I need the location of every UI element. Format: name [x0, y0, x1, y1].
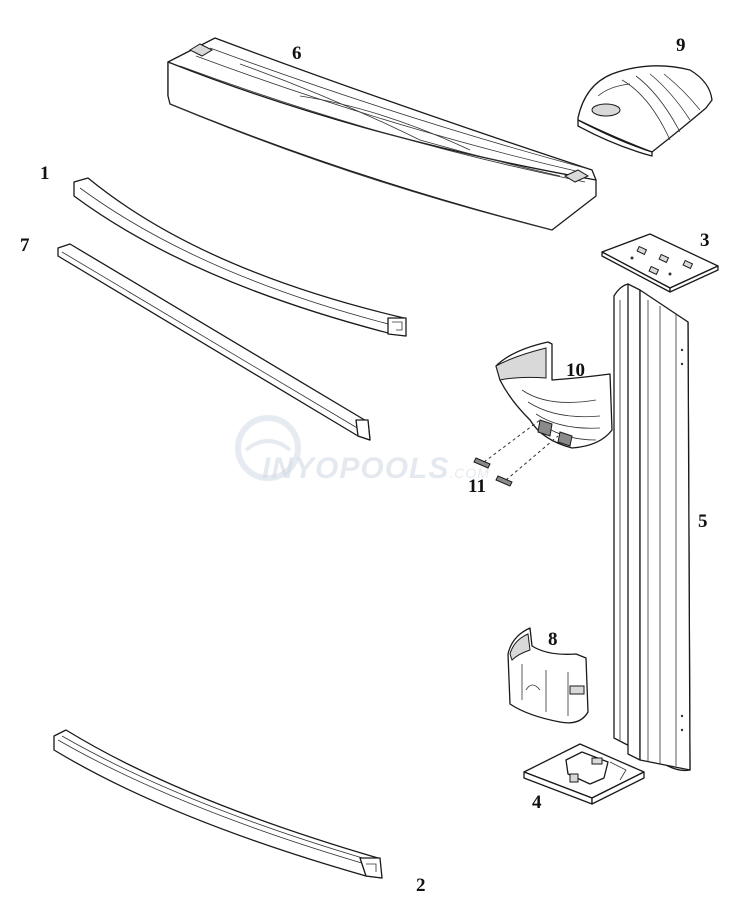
watermark-text: INYOPOOLS.COM — [262, 452, 490, 485]
part-8-bottom-cup — [507, 627, 589, 724]
part-9-top-cap — [577, 65, 713, 157]
watermark-logo — [235, 415, 301, 481]
callout-6: 6 — [292, 43, 302, 64]
part-11-screws — [473, 419, 559, 487]
callout-11: 11 — [468, 476, 486, 497]
part-10-bracket — [495, 341, 613, 449]
callout-5: 5 — [698, 511, 708, 532]
callout-7: 7 — [20, 235, 30, 256]
callout-8: 8 — [548, 629, 558, 650]
part-2-bottom-track — [53, 729, 383, 879]
callout-4: 4 — [532, 792, 542, 813]
part-3-top-plate — [601, 233, 719, 293]
callout-10: 10 — [566, 360, 585, 381]
callout-2: 2 — [416, 875, 426, 896]
part-4-bottom-plate — [523, 743, 645, 805]
part-5-upright — [613, 283, 691, 772]
callout-1: 1 — [40, 163, 50, 184]
part-6-top-rail-cap — [167, 37, 597, 231]
callout-3: 3 — [700, 230, 710, 251]
part-1-top-rail — [73, 177, 407, 337]
part-7-stabilizer-rail — [57, 243, 371, 441]
callout-9: 9 — [676, 35, 686, 56]
